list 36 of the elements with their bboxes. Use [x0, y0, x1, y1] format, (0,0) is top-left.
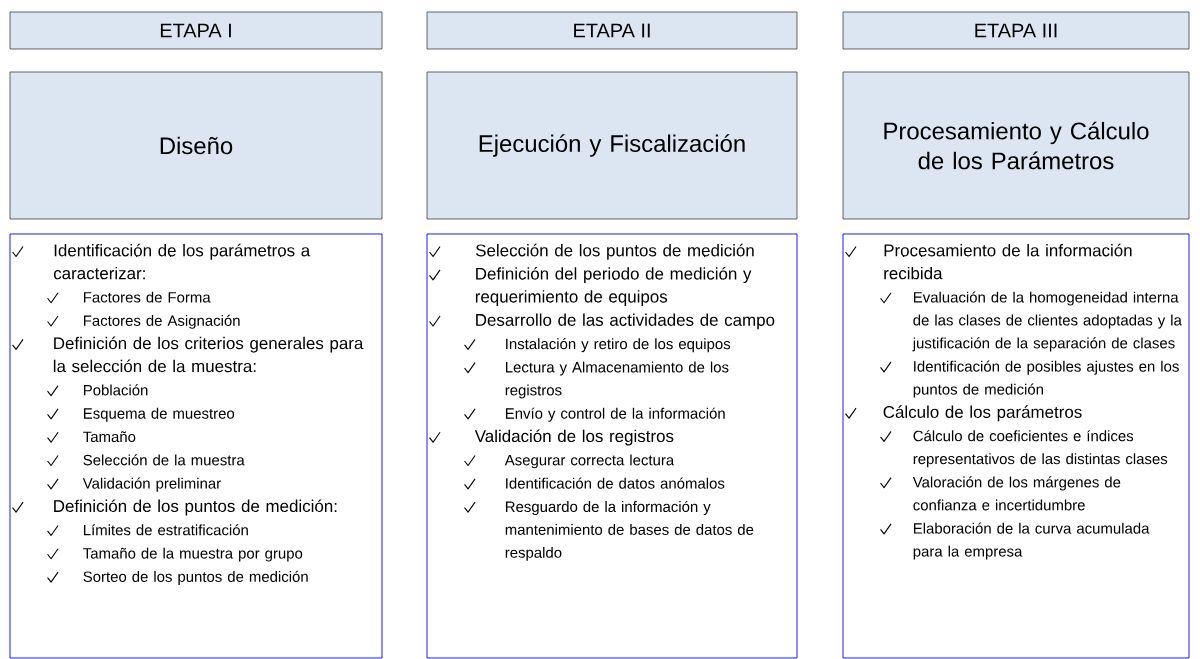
list-item: Selección de los puntos de medición [475, 243, 754, 260]
list-item: Definición de los puntos de medición: [54, 499, 337, 516]
list-item: Instalación y retiro de los equipos [506, 338, 731, 353]
stage-title-box: Procesamiento y Cálculo de los Parámetros [842, 71, 1190, 220]
list-item: Desarrollo de las actividades de campo [476, 313, 775, 330]
list-item: Tamaño [83, 431, 136, 443]
list-item: Definición del periodo de medición y requerimiento de equipos [475, 267, 752, 306]
stage-header: ETAPA II [426, 11, 798, 50]
list-item: Validación de los registros [474, 429, 674, 446]
list-item: Cálculo de los parámetros [883, 405, 1082, 422]
list-item: Resguardo de la información y mantenimiento de bases de datos de respaldo [505, 500, 754, 561]
stage-header: ETAPA III [842, 11, 1190, 50]
list-item: Elaboración de la curva acumulada para la empresa [913, 522, 1150, 560]
list-item: Identificación de los parámetros a caracterizar: [53, 243, 311, 280]
list-item: Procesamiento de la información recibida [884, 243, 1132, 280]
list-item: Factores de Asignación [84, 314, 240, 329]
list-item: Valoración de los márgenes de confianza e incertidumbre [912, 476, 1121, 511]
list-item: Identificación de datos anómalos [506, 477, 725, 489]
list-item: Esquema de muestreo [84, 407, 235, 422]
list-item: Factores de Forma [84, 291, 211, 303]
stage-title-box: Diseño [9, 71, 383, 220]
list-item: Validación preliminar [82, 477, 221, 492]
list-item: Población [84, 384, 148, 396]
stage-title-box: Ejecución y Fiscalización [426, 71, 798, 220]
list-item: Evaluación de la homogeneidad interna de las clases de clientes adoptadas y la justificación de la separación de clases [912, 291, 1182, 352]
list-item: Identificación de posibles ajustes en los puntos de medición [913, 360, 1179, 398]
list-item: Sorteo de los puntos de medición [83, 570, 308, 585]
list-item: Definición de los criterios generales para la selección de la muestra: [53, 336, 364, 373]
list-item: Envío y control de la información [505, 407, 725, 422]
list-item: Cálculo de coeficientes e índices representativos de las distintas clases [913, 430, 1168, 468]
stage-header: ETAPA I [9, 11, 383, 50]
list-item: Selección de la muestra [83, 454, 245, 466]
list-item: Lectura y Almacenamiento de los registros [505, 361, 729, 399]
list-item: Límites de estratificación [84, 524, 248, 536]
list-item: Tamaño de la muestra por grupo [83, 547, 303, 562]
list-item: Asegurar correcta lectura [504, 454, 675, 469]
